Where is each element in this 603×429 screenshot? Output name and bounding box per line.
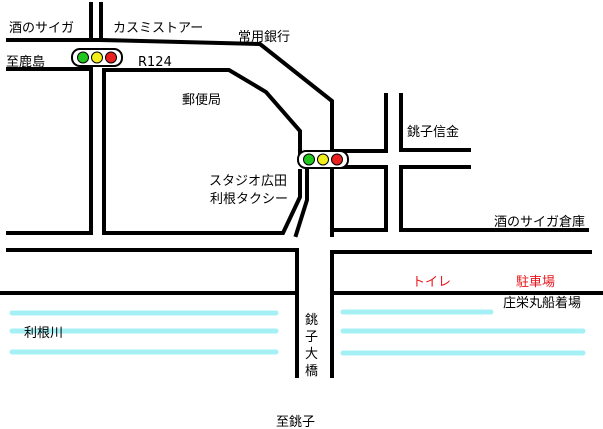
- label-toilet: トイレ: [412, 275, 451, 290]
- road: [399, 165, 471, 232]
- road: [6, 248, 299, 378]
- label-choshi-bridge-4: 橋: [305, 364, 318, 379]
- traffic-light-red: [331, 153, 343, 166]
- traffic-light-icon: [297, 150, 349, 169]
- road: [330, 165, 388, 232]
- label-tone-taxi: 利根タクシー: [210, 192, 288, 207]
- road-r124: [98, 37, 334, 153]
- label-to-kashima: 至鹿島: [6, 54, 45, 70]
- label-sake-no-saiga: 酒のサイガ: [9, 21, 74, 36]
- label-parking: 駐車場: [516, 275, 555, 290]
- label-choshi-bridge-3: 大: [305, 347, 318, 362]
- traffic-light-green: [303, 153, 315, 166]
- road: [330, 93, 388, 153]
- label-choshi-shinkin: 銚子信金: [407, 124, 459, 140]
- label-kasumi-store: カスミストアー: [113, 21, 203, 36]
- river-lines: [9, 309, 586, 356]
- map-labels: 酒のサイガ カスミストアー 常用銀行 至鹿島 R124 郵便局 銚子信金 スタジ…: [6, 21, 585, 429]
- label-post-office: 郵便局: [182, 93, 221, 108]
- label-studio-hirota: スタジオ広田: [209, 174, 287, 189]
- label-choshi-bridge-1: 銚: [305, 313, 318, 328]
- traffic-light-yellow: [91, 51, 103, 64]
- label-route: R124: [138, 55, 172, 70]
- road-r124: [6, 67, 93, 234]
- label-joyo-bank: 常用銀行: [238, 30, 290, 45]
- traffic-light-green: [77, 51, 89, 64]
- traffic-light-red: [105, 51, 117, 64]
- traffic-light-yellow: [317, 153, 329, 166]
- label-to-choshi: 至銚子: [276, 415, 315, 429]
- roads: [0, 2, 603, 378]
- road: [330, 250, 592, 378]
- label-choshi-bridge-2: 子: [305, 330, 318, 345]
- label-tone-river: 利根川: [24, 326, 63, 341]
- road: [102, 169, 302, 235]
- label-sake-no-saiga-warehouse: 酒のサイガ倉庫: [494, 215, 585, 230]
- road: [293, 169, 309, 238]
- label-shoei-maru-pier: 庄栄丸船着場: [503, 295, 581, 311]
- traffic-light-icon: [71, 48, 123, 67]
- road-r124: [102, 68, 302, 234]
